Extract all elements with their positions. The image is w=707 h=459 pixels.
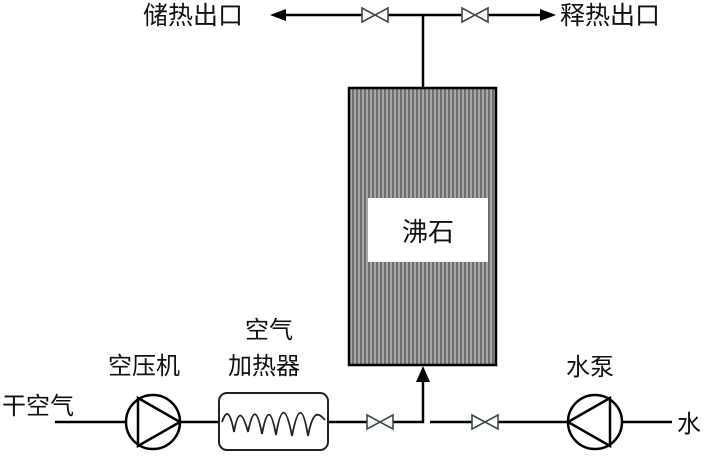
heater-label-line2: 加热器: [228, 352, 300, 380]
valve-air-inlet[interactable]: [366, 413, 394, 431]
water-pump-label: 水泵: [566, 353, 614, 381]
valve-water-inlet[interactable]: [471, 413, 499, 431]
top-pipe: [284, 13, 540, 87]
water-label: 水: [677, 410, 701, 438]
air-heater-icon[interactable]: [218, 392, 329, 451]
dry-air-label: 干空气: [2, 392, 74, 420]
valve-storage-outlet[interactable]: [361, 6, 389, 24]
inlet-arrow-icon: [416, 366, 430, 382]
heater-label-line1: 空气: [245, 316, 293, 344]
bottom-pipe: [55, 380, 672, 424]
compressor-label: 空压机: [108, 352, 180, 380]
release-outlet-label: 释热出口: [560, 1, 661, 30]
air-compressor-icon[interactable]: [124, 393, 183, 451]
storage-outlet-arrow-icon: [270, 9, 286, 21]
valve-release-outlet[interactable]: [461, 6, 489, 24]
release-outlet-arrow-icon: [540, 9, 556, 21]
water-pump-icon[interactable]: [565, 393, 624, 451]
zeolite-label: 沸石: [368, 198, 488, 262]
storage-outlet-label: 储热出口: [143, 1, 244, 30]
